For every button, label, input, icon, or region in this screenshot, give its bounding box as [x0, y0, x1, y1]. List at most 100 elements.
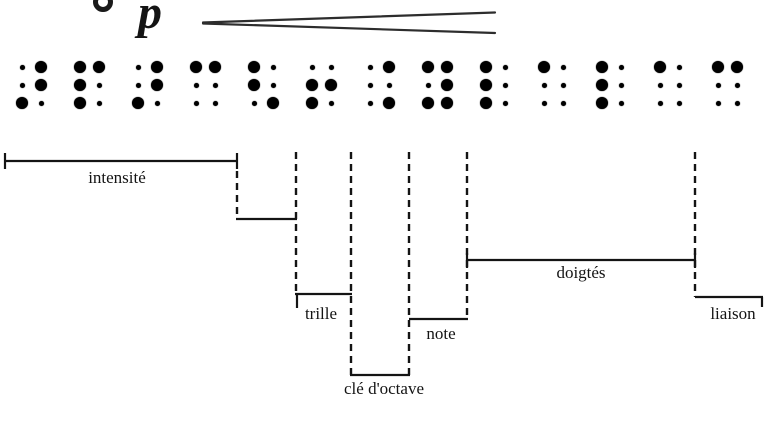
label-cle-octave: clé d'octave — [344, 379, 424, 398]
braille-dot-empty — [560, 82, 566, 88]
braille-cell-4 — [187, 58, 225, 116]
braille-dot-empty — [618, 100, 624, 106]
braille-dot-empty — [135, 82, 141, 88]
braille-cell-11 — [593, 58, 631, 116]
braille-dot-raised — [480, 79, 492, 91]
braille-dot-empty — [502, 64, 508, 70]
braille-dot-empty — [676, 64, 682, 70]
braille-dot-raised — [306, 97, 318, 109]
braille-dot-raised — [132, 97, 144, 109]
bracket-trille — [295, 292, 352, 308]
braille-dot-raised — [248, 79, 260, 91]
braille-dot-raised — [306, 79, 318, 91]
braille-dot-empty — [328, 100, 334, 106]
braille-dot-empty — [135, 64, 141, 70]
braille-dot-empty — [676, 82, 682, 88]
label-liaison: liaison — [710, 304, 756, 323]
bracket-liaison — [695, 295, 764, 307]
truncated-glyph-icon — [93, 0, 113, 12]
braille-dot-empty — [541, 100, 547, 106]
braille-dot-empty — [19, 82, 25, 88]
braille-dot-empty — [212, 82, 218, 88]
braille-dot-empty — [618, 82, 624, 88]
braille-dot-raised — [93, 61, 105, 73]
braille-dot-raised — [596, 79, 608, 91]
braille-dot-empty — [715, 100, 721, 106]
braille-cell-13 — [709, 58, 747, 116]
braille-dot-raised — [422, 61, 434, 73]
braille-dot-raised — [267, 97, 279, 109]
braille-dot-empty — [193, 100, 199, 106]
braille-dot-raised — [190, 61, 202, 73]
braille-dot-raised — [74, 79, 86, 91]
braille-dot-raised — [441, 79, 453, 91]
braille-dot-empty — [96, 100, 102, 106]
braille-dot-raised — [538, 61, 550, 73]
braille-dot-empty — [502, 82, 508, 88]
braille-dot-empty — [367, 82, 373, 88]
braille-dot-empty — [560, 64, 566, 70]
label-doigtes: doigtés — [556, 263, 606, 282]
braille-dot-empty — [657, 82, 663, 88]
braille-cell-5 — [245, 58, 283, 116]
braille-cell-1 — [13, 58, 51, 116]
braille-cell-9 — [477, 58, 515, 116]
braille-dot-empty — [367, 100, 373, 106]
braille-dot-empty — [425, 82, 431, 88]
braille-dot-empty — [96, 82, 102, 88]
braille-dot-raised — [35, 79, 47, 91]
braille-dot-empty — [541, 82, 547, 88]
braille-cell-10 — [535, 58, 573, 116]
braille-dot-raised — [422, 97, 434, 109]
braille-dot-raised — [731, 61, 743, 73]
braille-dot-empty — [212, 100, 218, 106]
braille-dot-raised — [383, 97, 395, 109]
braille-dot-empty — [734, 100, 740, 106]
braille-dot-empty — [715, 82, 721, 88]
braille-dot-raised — [712, 61, 724, 73]
braille-dot-empty — [657, 100, 663, 106]
braille-cell-2 — [71, 58, 109, 116]
braille-dot-empty — [560, 100, 566, 106]
dashed-connectors — [235, 152, 697, 375]
braille-dot-raised — [441, 61, 453, 73]
braille-dot-empty — [270, 64, 276, 70]
braille-dot-raised — [654, 61, 666, 73]
braille-dot-empty — [386, 82, 392, 88]
braille-dot-raised — [74, 97, 86, 109]
braille-dot-raised — [35, 61, 47, 73]
braille-dot-raised — [596, 97, 608, 109]
braille-dot-raised — [480, 97, 492, 109]
crescendo-hairpin-icon — [201, 11, 497, 35]
braille-dot-raised — [325, 79, 337, 91]
braille-cell-3 — [129, 58, 167, 116]
braille-cell-7 — [361, 58, 399, 116]
label-note: note — [426, 324, 456, 343]
braille-dot-raised — [151, 61, 163, 73]
braille-cell-8 — [419, 58, 457, 116]
label-trille: trille — [304, 304, 338, 323]
braille-dot-empty — [19, 64, 25, 70]
label-intensite: intensité — [88, 168, 146, 187]
braille-dot-raised — [383, 61, 395, 73]
braille-dot-raised — [441, 97, 453, 109]
braille-cell-12 — [651, 58, 689, 116]
braille-dot-raised — [596, 61, 608, 73]
braille-dot-empty — [38, 100, 44, 106]
braille-dot-empty — [676, 100, 682, 106]
braille-dot-empty — [270, 82, 276, 88]
braille-dot-empty — [328, 64, 334, 70]
dynamic-p: p — [138, 0, 162, 39]
braille-dot-raised — [16, 97, 28, 109]
braille-dot-raised — [74, 61, 86, 73]
braille-dot-empty — [154, 100, 160, 106]
braille-dot-empty — [502, 100, 508, 106]
braille-dot-empty — [193, 82, 199, 88]
braille-dot-raised — [151, 79, 163, 91]
braille-dot-raised — [480, 61, 492, 73]
braille-dot-empty — [251, 100, 257, 106]
braille-dot-empty — [734, 82, 740, 88]
braille-dot-raised — [248, 61, 260, 73]
